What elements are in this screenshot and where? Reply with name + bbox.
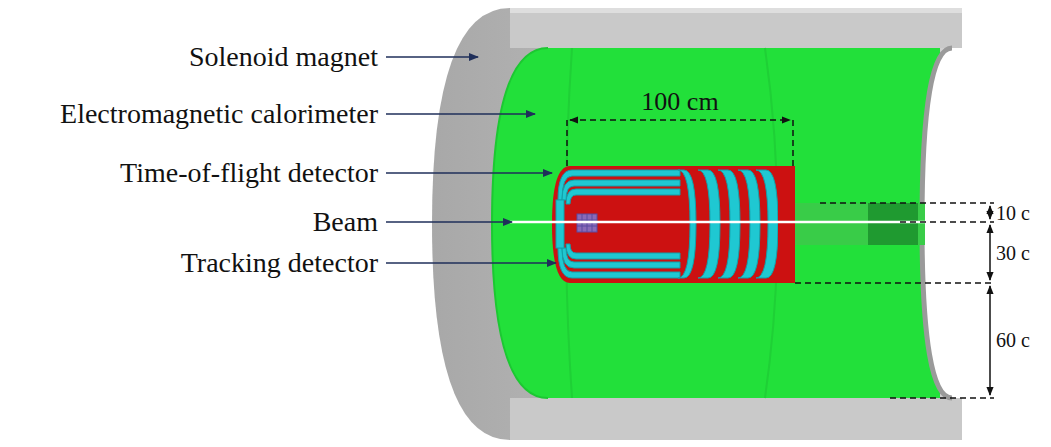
beam-pipe (795, 203, 925, 245)
callout-label: Tracking detector (181, 249, 378, 277)
radial-dimensions (795, 203, 994, 398)
callout-label: Solenoid magnet (189, 43, 378, 71)
tof-endcap (778, 166, 795, 283)
leader-arrows (386, 57, 556, 263)
dimension-label: 10 c (996, 203, 1030, 223)
magnet-top-band (510, 8, 962, 48)
tracker-core (566, 203, 690, 245)
dimension-100cm (567, 120, 793, 166)
beam-line (510, 221, 1000, 224)
tof-detector (552, 166, 795, 283)
dimension-label: 30 c (996, 243, 1030, 263)
callout-label: Electromagnetic calorimeter (60, 100, 378, 128)
callout-label: Time-of-flight detector (120, 159, 378, 187)
solenoid-magnet (432, 8, 962, 440)
magnet-bottom-band (510, 398, 962, 440)
callout-label: Beam (313, 208, 378, 236)
beam-pipe-section (868, 203, 918, 245)
dimension-label: 60 c (996, 330, 1030, 350)
dimension-label: 100 cm (641, 89, 718, 115)
tracker-endcap (678, 170, 778, 278)
magnet-highlight (510, 8, 962, 13)
